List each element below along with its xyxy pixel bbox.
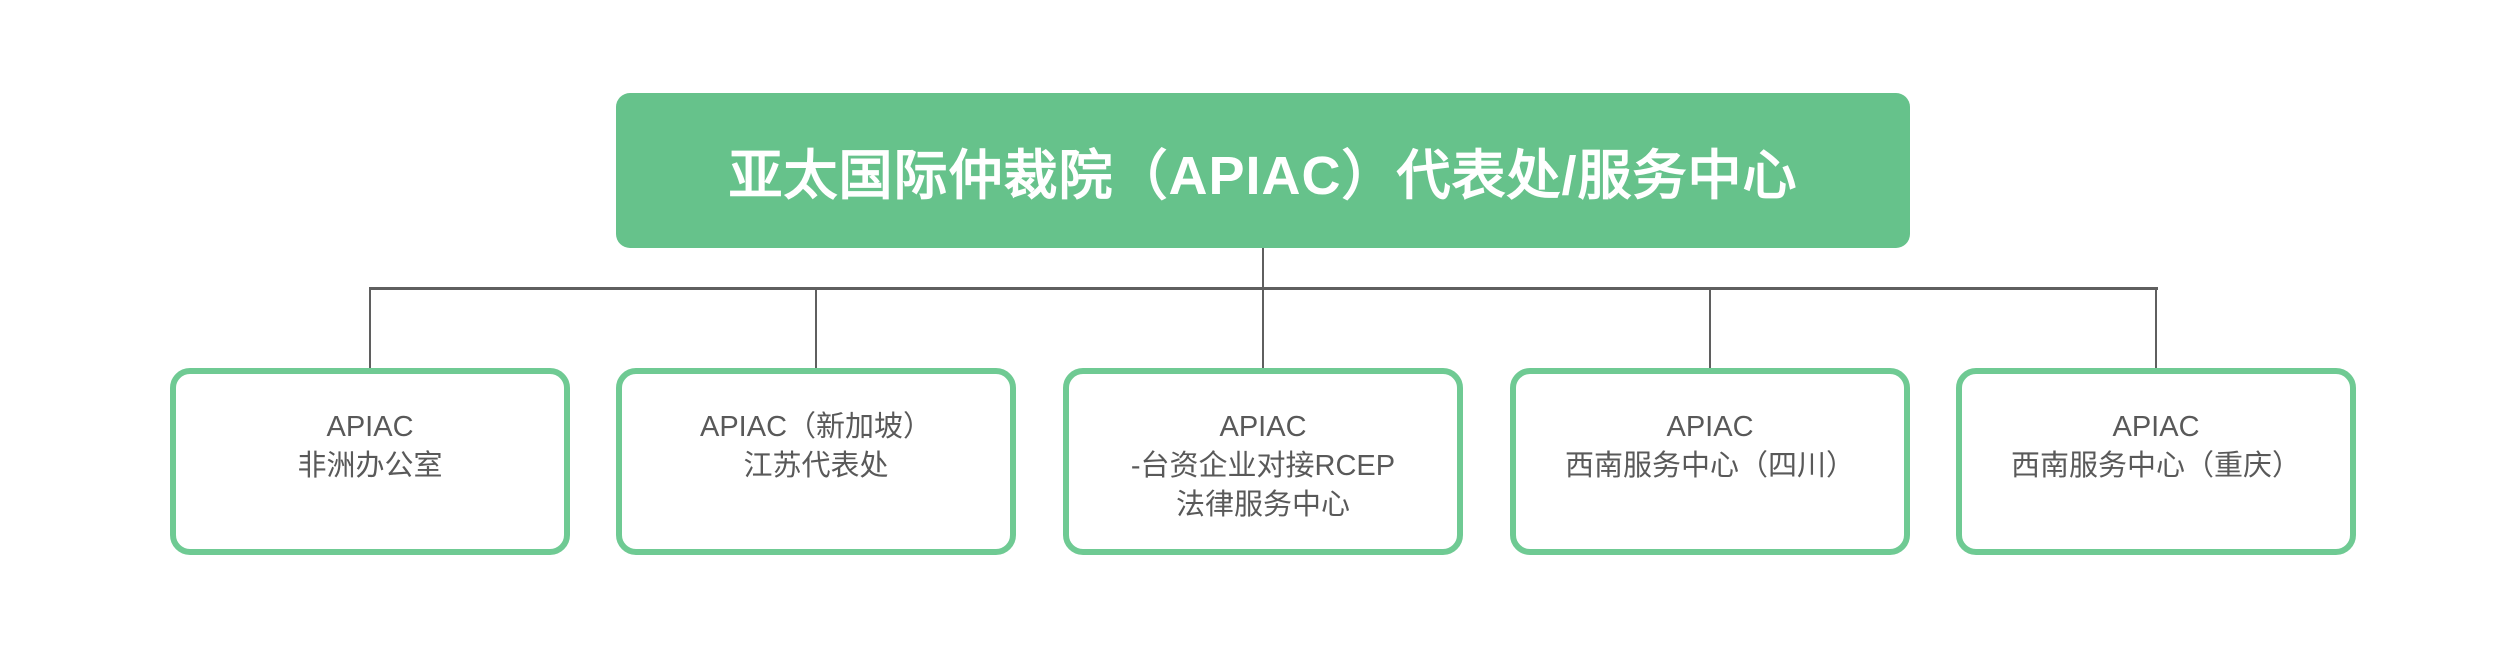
root-node-label: 亚太国际仲裁院（APIAC）代表处/服务中心 <box>728 146 1798 206</box>
root-node-apiac-offices: 亚太国际仲裁院（APIAC）代表处/服务中心 <box>616 93 1910 248</box>
child-node-africa-office: APIAC 非洲办公室 <box>170 368 570 555</box>
connector-drop-3 <box>1262 288 1264 368</box>
child-node-rcep-legal-service-center: APIAC -台资企业对接RCEP 法律服务中心 <box>1063 368 1463 555</box>
connector-root-stub <box>1262 248 1264 288</box>
node-label-line: 江苏代表处 <box>743 450 889 482</box>
node-label-line: APIAC <box>2112 411 2200 443</box>
node-label-line: -台资企业对接RCEP <box>1130 450 1396 482</box>
node-label-line: APIAC（新加坡） <box>699 411 933 443</box>
node-label-line: APIAC <box>326 411 414 443</box>
node-label-line: 非洲办公室 <box>297 450 443 482</box>
connector-drop-4 <box>1709 288 1711 368</box>
connector-drop-2 <box>815 288 817 368</box>
node-label-line: 西南服务中心（重庆） <box>2010 450 2301 482</box>
child-node-singapore-jiangsu: APIAC（新加坡） 江苏代表处 <box>616 368 1016 555</box>
connector-drop-1 <box>369 288 371 368</box>
node-label-line: APIAC <box>1666 411 1754 443</box>
node-label-line: 西南服务中心（四川） <box>1564 450 1855 482</box>
child-node-southwest-center-chongqing: APIAC 西南服务中心（重庆） <box>1956 368 2356 555</box>
node-label-line: 法律服务中心 <box>1175 489 1350 521</box>
child-node-southwest-center-sichuan: APIAC 西南服务中心（四川） <box>1510 368 1910 555</box>
node-label-line: APIAC <box>1219 411 1307 443</box>
connector-drop-5 <box>2155 288 2157 368</box>
